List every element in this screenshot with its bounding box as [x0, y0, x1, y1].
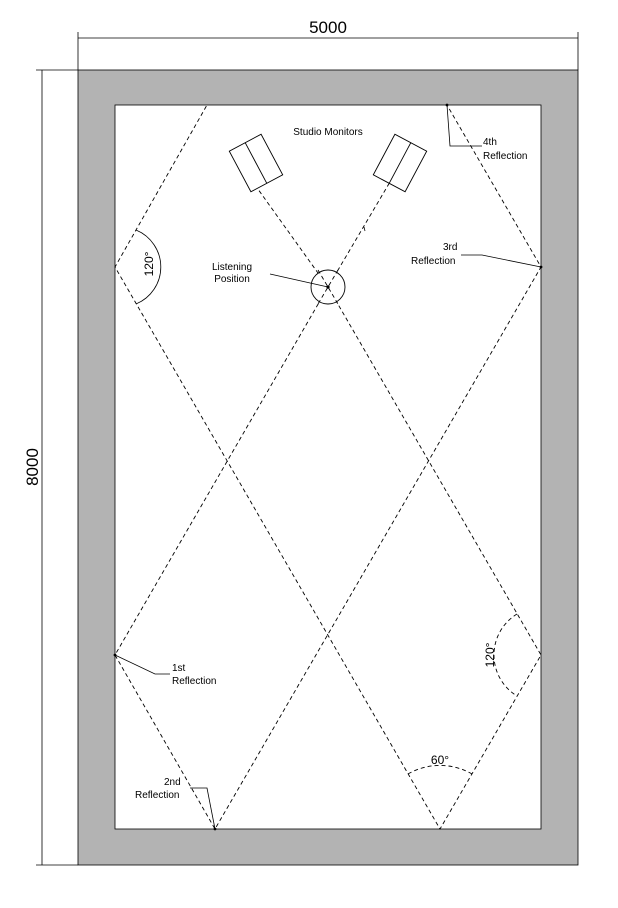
height-dimension: 8000 [23, 69, 78, 866]
reflection-4-label-line2: Reflection [483, 151, 527, 162]
reflection-3-label-line2: Reflection [411, 256, 455, 267]
reflection-2-point [213, 827, 217, 831]
right-wall-angle-arc [493, 613, 518, 697]
left-wall-angle-label: 120° [142, 251, 156, 276]
width-dimension-label: 5000 [309, 18, 347, 37]
left-wall-angle-arc [135, 229, 162, 305]
reflection-1-label-line1: 1st [172, 663, 186, 674]
floor-angle-label: 60° [431, 753, 449, 767]
reflection-2-leader [190, 787, 216, 830]
listening-position-leader [269, 273, 329, 288]
reflection-3-point [539, 265, 543, 269]
reflection-4-leader [446, 104, 482, 147]
right-studio-monitor [372, 133, 428, 193]
left-studio-monitor [228, 133, 284, 193]
listening-position-label-line2: Position [214, 274, 250, 285]
height-dimension-label: 8000 [23, 448, 42, 486]
reflection-2-label-line2: Reflection [135, 790, 179, 801]
room-interior [114, 104, 542, 830]
width-dimension: 5000 [77, 18, 579, 70]
reflection-2-label-line1: 2nd [164, 777, 181, 788]
reflection-3-leader [461, 254, 542, 268]
reflection-4-label-line1: 4th [483, 137, 497, 148]
reflection-3-label-line1: 3rd [443, 242, 457, 253]
right-wall-angle-label: 120° [483, 642, 497, 667]
studio-monitors-label: Studio Monitors [293, 127, 362, 138]
reflection-4-point [445, 103, 449, 107]
reflection-path-a [114, 104, 542, 830]
reflection-1-leader [114, 654, 170, 675]
reflection-1-label-line2: Reflection [172, 676, 216, 687]
reflection-1-point [113, 653, 117, 657]
listening-position-label-line1: Listening [212, 262, 252, 273]
floor-angle-arc [407, 765, 473, 775]
tick-mark [363, 226, 366, 232]
reflection-path-b [114, 104, 542, 830]
